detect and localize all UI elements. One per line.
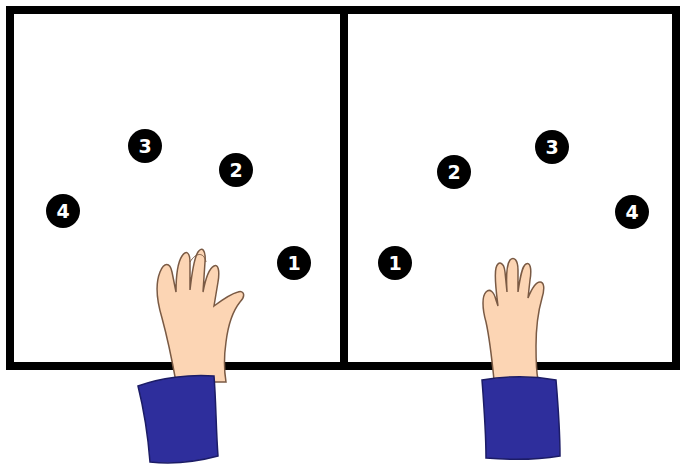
target-number: 3 (138, 137, 151, 156)
target-number: 1 (287, 254, 300, 273)
target-circle: 1 (277, 246, 311, 280)
target-number: 2 (447, 163, 460, 182)
panel-frame (10, 10, 676, 366)
target-circle: 2 (437, 155, 471, 189)
left-hand (138, 249, 244, 463)
target-number: 1 (388, 254, 401, 273)
target-number: 4 (56, 202, 69, 221)
target-circle: 2 (219, 153, 253, 187)
target-number: 4 (625, 203, 638, 222)
target-number: 2 (229, 161, 242, 180)
target-circle: 3 (128, 129, 162, 163)
right-hand (482, 258, 560, 459)
target-number: 3 (545, 138, 558, 157)
target-circle: 4 (615, 195, 649, 229)
target-circle: 4 (46, 194, 80, 228)
target-circle: 3 (535, 130, 569, 164)
panel-divider (340, 10, 348, 366)
target-circle: 1 (378, 246, 412, 280)
